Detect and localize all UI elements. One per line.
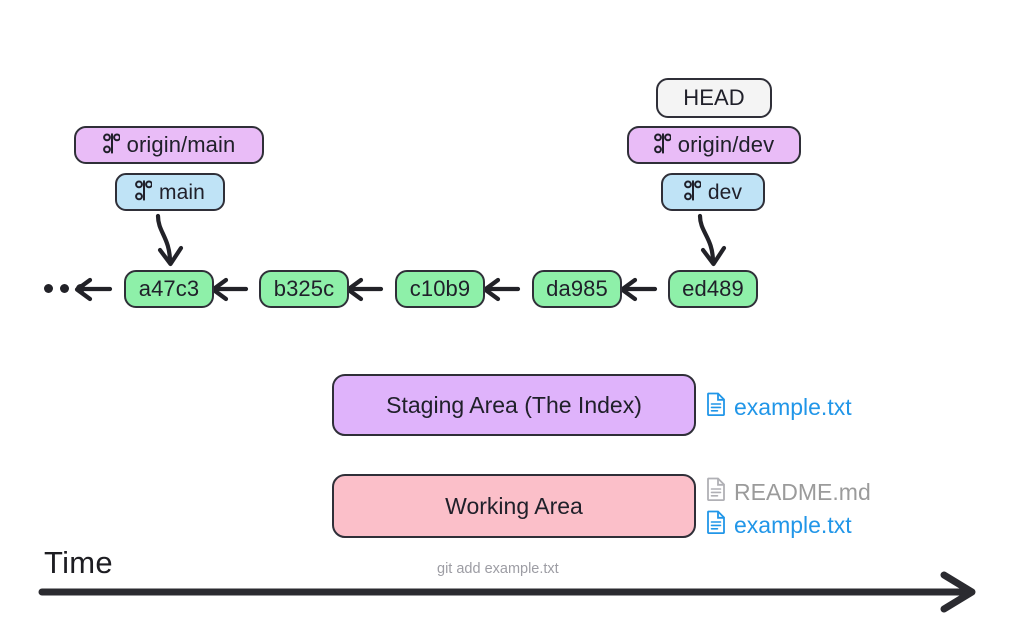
older-commits-ellipsis xyxy=(44,284,85,293)
staging-file-example-txt[interactable]: example.txt xyxy=(706,392,852,422)
git-branch-icon xyxy=(684,179,702,205)
ref-label-text: origin/main xyxy=(126,132,236,157)
commit-node-b325c[interactable]: b325c xyxy=(259,270,349,308)
commit-hash: c10b9 xyxy=(409,276,471,301)
ref-label-text: HEAD xyxy=(683,85,745,110)
commit-node-a47c3[interactable]: a47c3 xyxy=(124,270,214,308)
staging-area-label: Staging Area (The Index) xyxy=(386,391,642,418)
ref-label-text: dev xyxy=(707,180,743,204)
file-name: example.txt xyxy=(734,393,852,420)
working-area-box[interactable]: Working Area xyxy=(332,474,696,538)
commit-node-da985[interactable]: da985 xyxy=(532,270,622,308)
git-branch-icon xyxy=(102,132,121,158)
commit-hash: a47c3 xyxy=(138,276,200,301)
ref-label-text: main xyxy=(159,180,205,204)
commit-hash: b325c xyxy=(273,276,335,301)
commit-hash: ed489 xyxy=(682,276,744,301)
ref-label-dev[interactable]: dev xyxy=(661,173,765,211)
ref-label-origin-dev[interactable]: origin/dev xyxy=(627,126,801,164)
ref-label-head[interactable]: HEAD xyxy=(656,78,772,118)
working-file-readme-md[interactable]: README.md xyxy=(706,477,871,507)
ref-label-origin-main[interactable]: origin/main xyxy=(74,126,264,164)
staging-area-box[interactable]: Staging Area (The Index) xyxy=(332,374,696,436)
file-document-icon xyxy=(706,392,726,422)
git-branch-icon xyxy=(135,179,153,205)
commit-hash: da985 xyxy=(546,276,608,301)
file-document-icon xyxy=(706,477,726,507)
ref-label-text: origin/dev xyxy=(677,132,775,157)
commit-node-c10b9[interactable]: c10b9 xyxy=(395,270,485,308)
git-command-caption: git add example.txt xyxy=(437,561,559,577)
time-axis-label: Time xyxy=(44,545,113,580)
file-document-icon xyxy=(706,510,726,540)
file-name: README.md xyxy=(734,478,871,505)
working-area-label: Working Area xyxy=(445,492,583,519)
git-branch-icon xyxy=(653,132,672,158)
file-name: example.txt xyxy=(734,511,852,538)
working-file-example-txt[interactable]: example.txt xyxy=(706,510,852,540)
ref-label-main[interactable]: main xyxy=(115,173,225,211)
commit-node-ed489[interactable]: ed489 xyxy=(668,270,758,308)
